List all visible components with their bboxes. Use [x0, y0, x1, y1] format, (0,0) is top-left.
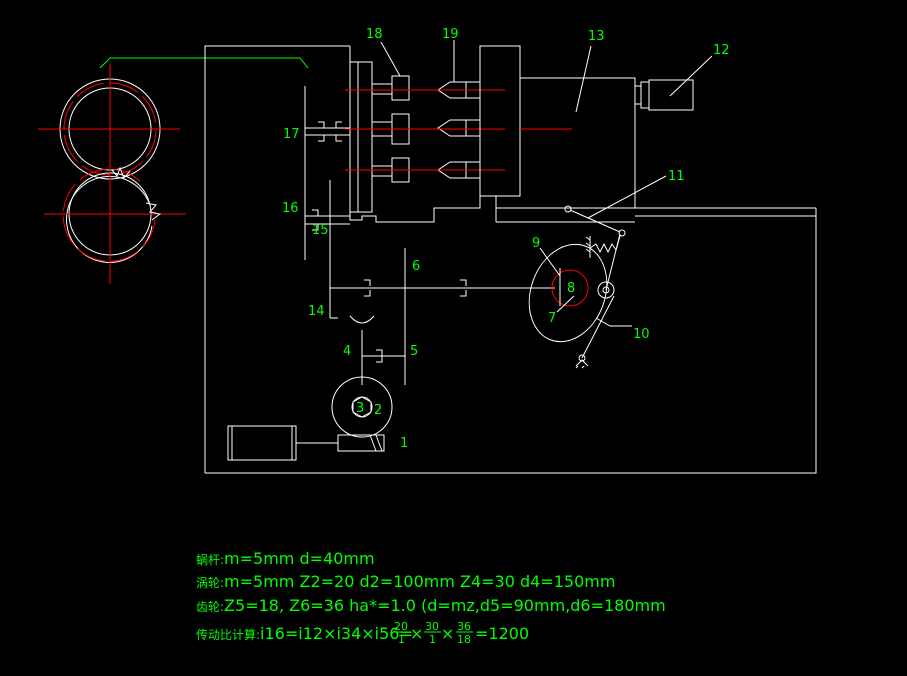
worm-wheel-2 [331, 376, 393, 438]
label-14: 14 [308, 304, 325, 319]
ratio-note-title: 传动比计算: [196, 627, 260, 642]
head-plate-1 [349, 61, 359, 213]
label-2: 2 [374, 403, 382, 418]
motor12-flange [634, 85, 642, 105]
follower-pivot [578, 354, 586, 362]
cam-center-8 [551, 269, 589, 307]
spring-wall-hatch [585, 236, 591, 253]
bearing-right [460, 279, 467, 297]
fraction-2: 30 1 [424, 620, 441, 646]
label-8: 8 [567, 281, 575, 296]
bearing-16 [312, 209, 319, 231]
cam-7 [528, 243, 608, 343]
label-13: 13 [588, 29, 605, 44]
frame-left-top [204, 45, 350, 473]
leader-13 [575, 45, 592, 113]
ratio-note: 传动比计算:i16=i12×i34×i56= [196, 624, 413, 643]
label-5: 5 [410, 344, 418, 359]
frame-bottom-right [205, 208, 817, 474]
fraction-1-denominator: 1 [398, 633, 405, 646]
mesh-teeth [111, 166, 131, 179]
fraction-3: 36 18 [456, 620, 473, 646]
parameter-notes: 蜗杆:m=5mm d=40mm 涡轮:m=5mm Z2=20 d2=100mm … [196, 549, 666, 646]
gear-note-params: Z5=18, Z6=36 ha*=1.0 (d=mz,d5=90mm,d6=18… [224, 596, 666, 615]
housing-frame [204, 45, 817, 474]
label-6: 6 [412, 259, 420, 274]
head-left-body [349, 46, 496, 223]
drive-motor [227, 425, 297, 461]
bearing-17 [318, 121, 342, 142]
worm-note-title: 蜗杆: [196, 552, 224, 567]
fraction-1: 20 1 [393, 620, 410, 646]
gear-note-title: 齿轮: [196, 600, 224, 614]
label-9: 9 [532, 236, 540, 251]
label-3: 3 [356, 401, 364, 416]
fraction-2-denominator: 1 [429, 633, 436, 646]
cam-mechanism [528, 205, 626, 369]
bearing-left [364, 279, 371, 297]
label-16: 16 [282, 201, 299, 216]
leader-7 [556, 295, 575, 313]
pivot-ground [575, 359, 589, 369]
leader-18 [380, 41, 401, 77]
ratio-formula: i16=i12×i34×i56= [260, 624, 413, 643]
slide-body-13 [495, 77, 636, 209]
ratio-result: =1200 [475, 624, 529, 643]
lever-11 [569, 209, 621, 233]
gear-train [227, 86, 555, 461]
roller [597, 281, 615, 299]
label-7: 7 [548, 311, 556, 326]
motor-12 [648, 79, 694, 111]
fraction-3-denominator: 18 [457, 633, 471, 646]
label-10: 10 [633, 327, 650, 342]
head-plate-2 [357, 61, 373, 213]
leader-lines [380, 40, 713, 327]
worm-thread-b [375, 434, 383, 452]
view-leader-line [99, 57, 309, 69]
fraction-1-numerator: 20 [394, 620, 408, 633]
label-19: 19 [442, 27, 459, 42]
drill-bit-mid [437, 119, 480, 137]
wheel-note: 涡轮:m=5mm Z2=20 d2=100mm Z4=30 d4=150mm [196, 572, 615, 591]
lower-gear-pitch-circle [62, 168, 156, 262]
times-2: × [441, 624, 454, 643]
gear-14 [349, 315, 375, 324]
leader-10 [595, 317, 632, 327]
label-17: 17 [283, 127, 300, 142]
roller-pin [602, 286, 610, 294]
label-1: 1 [400, 436, 408, 451]
lever-11-end [564, 205, 572, 213]
gear-pair-view [38, 57, 309, 284]
times-1: × [410, 624, 423, 643]
label-15: 15 [312, 223, 329, 238]
tool-holder-top [391, 75, 410, 101]
label-18: 18 [366, 27, 383, 42]
spindle-head [345, 45, 694, 223]
gear-note: 齿轮:Z5=18, Z6=36 ha*=1.0 (d=mz,d5=90mm,d6… [196, 596, 666, 615]
hub-nut [352, 396, 372, 418]
fraction-2-numerator: 30 [425, 620, 439, 633]
worm-note-params: m=5mm d=40mm [224, 549, 375, 568]
bearing-4 [376, 349, 383, 363]
drill-head-block [479, 45, 521, 197]
worm-thread-a [369, 434, 377, 452]
label-12: 12 [713, 43, 730, 58]
follower-arm-lower [581, 295, 615, 359]
label-4: 4 [343, 344, 351, 359]
leader-12 [669, 55, 713, 97]
lower-gear-tooth [145, 202, 162, 221]
lever-11-joint [618, 229, 626, 237]
label-11: 11 [668, 169, 685, 184]
motor12-collar [640, 81, 650, 109]
wheel-note-title: 涡轮: [196, 576, 224, 590]
leader-11 [587, 175, 667, 219]
lower-gear-outer [66, 175, 153, 263]
part-labels: 18 19 13 12 11 17 16 15 6 14 4 5 3 2 1 9… [282, 27, 730, 451]
wheel-note-params: m=5mm Z2=20 d2=100mm Z4=30 d4=150mm [224, 572, 615, 591]
leader-9 [539, 247, 561, 277]
fraction-3-numerator: 36 [457, 620, 471, 633]
spring [589, 235, 621, 254]
worm-note: 蜗杆:m=5mm d=40mm [196, 549, 375, 568]
